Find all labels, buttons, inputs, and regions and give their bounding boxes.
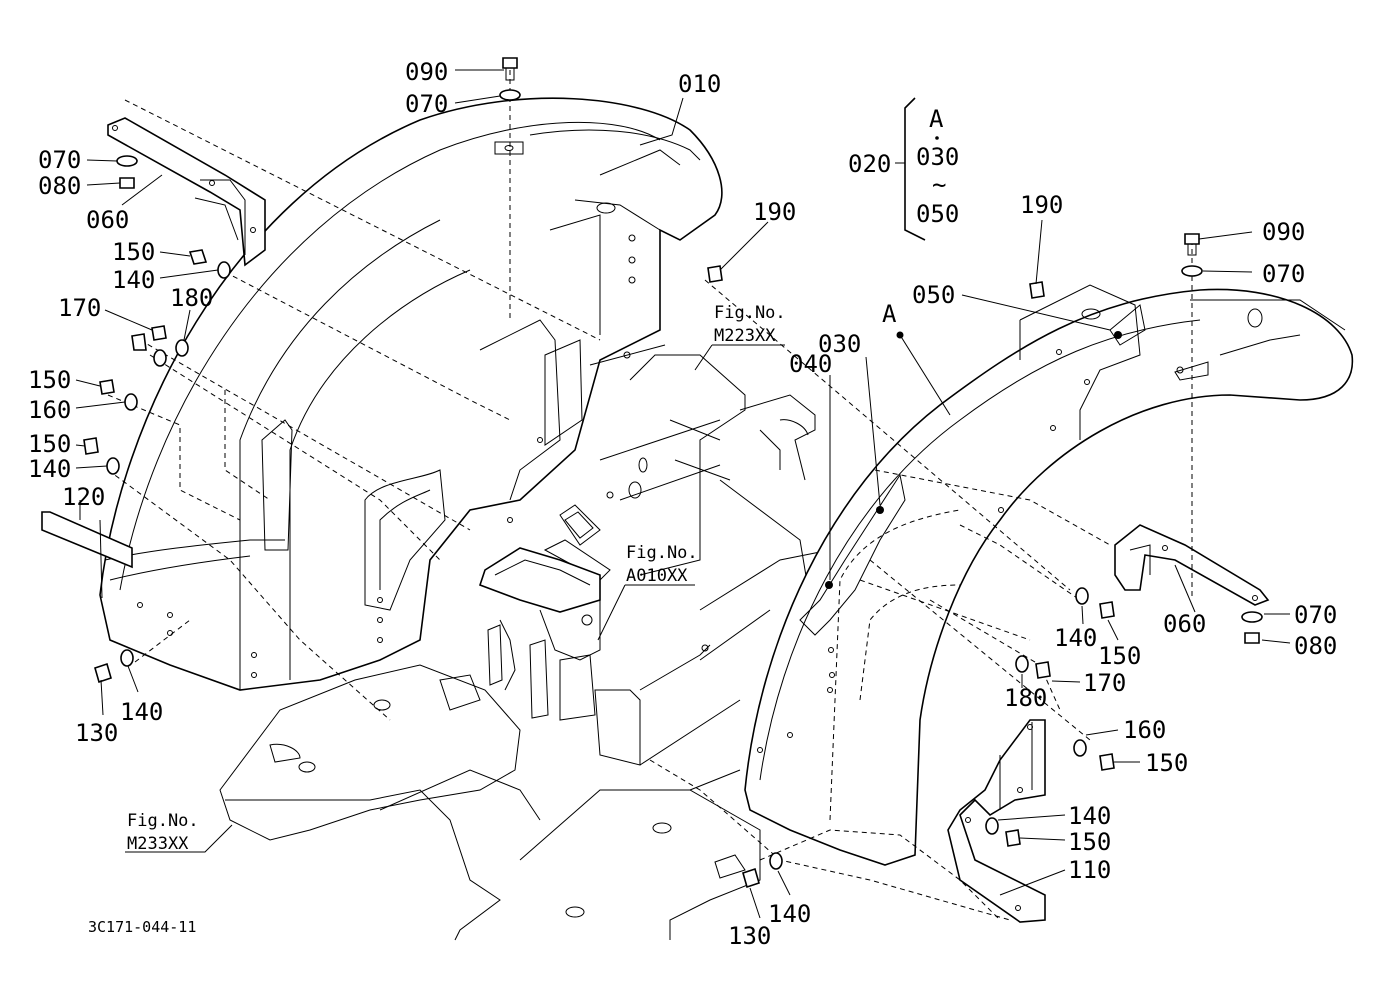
part-number-label: 050 [912,281,955,309]
part-number-label: 120 [62,483,105,511]
part-number-label: 170 [1083,669,1126,697]
part-number-label: 150 [1145,749,1188,777]
part-number-label: 040 [789,350,832,378]
left-mudflap-120 [41,511,133,599]
part-number-label: 170 [58,294,101,322]
right-mudflap-110 [947,719,1046,923]
part-number-label: 110 [1068,856,1111,884]
part-number-label: 140 [1054,624,1097,652]
leader-lines [75,69,1291,919]
part-number-label: 070 [405,90,448,118]
set-top-ref: A [929,105,944,133]
ref-point-label: A [882,300,897,328]
part-number-label: 060 [86,206,129,234]
center-floor-parts [478,344,831,766]
part-number-label: 150 [112,238,155,266]
set-item-last: 050 [916,200,959,228]
fig-ref-m233-line1: Fig.No. [127,811,199,831]
part-number-label: 150 [28,366,71,394]
part-number-label: 150 [28,430,71,458]
part-number-label: 080 [1294,632,1337,660]
left-bracket-060 [107,117,266,267]
left-fender-drawing [99,97,723,691]
part-number-label: 080 [38,172,81,200]
part-number-label: 090 [1262,218,1305,246]
fig-ref-m223-line1: Fig.No. [714,303,786,323]
figure-ref-m233: Fig.No. M233XX [127,811,199,854]
hardware [83,57,1263,889]
figure-ref-a010: Fig.No. A010XX [626,543,698,586]
part-number-label: 140 [28,455,71,483]
part-number-label: 160 [28,396,71,424]
drawing-number: 3C171-044-11 [88,918,196,936]
part-number-label: 070 [38,146,81,174]
part-number-label: 150 [1098,642,1141,670]
part-number-label: 160 [1123,716,1166,744]
part-number-label: 150 [1068,828,1111,856]
part-number-label: 130 [75,719,118,747]
fig-ref-m223-line2: M223XX [714,326,776,346]
part-number-label: 030 [818,330,861,358]
floor-plates [219,664,761,941]
part-number-label: 070 [1294,601,1337,629]
part-number-label: 090 [405,58,448,86]
fig-ref-a010-line2: A010XX [626,566,688,586]
part-number-label: 140 [112,266,155,294]
part-number-label: 140 [120,698,163,726]
part-number-label: 010 [678,70,721,98]
part-number-label: 070 [1262,260,1305,288]
part-number-label: 130 [728,922,771,950]
part-number-label: 060 [1163,610,1206,638]
part-number-label: 180 [170,284,213,312]
part-number-label: 140 [768,900,811,928]
left-inner-bracket [261,419,293,551]
part-number-label: 180 [1004,684,1047,712]
set-item-range: ~ [932,171,946,199]
figure-ref-m223: Fig.No. M223XX [714,303,786,346]
set-item-first: 030 [916,143,959,171]
part-number-label: 190 [753,198,796,226]
set-bracket-020: 020 A 030 ~ 050 [848,105,959,228]
fig-ref-m233-line2: M233XX [127,834,189,854]
right-fender-drawing [744,284,1354,866]
part-number-label: 140 [1068,802,1111,830]
set-label: 020 [848,150,891,178]
fig-ref-a010-line1: Fig.No. [626,543,698,563]
part-number-label: 190 [1020,191,1063,219]
